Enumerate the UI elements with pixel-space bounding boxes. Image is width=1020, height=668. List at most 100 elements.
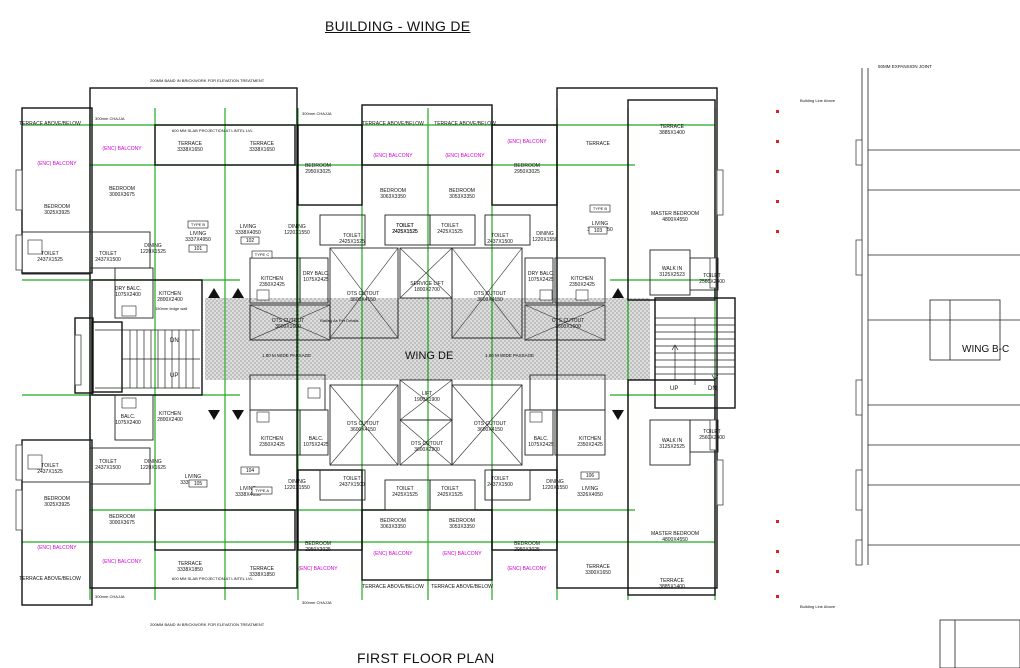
wing-bc-windows [855,139,863,566]
room-label: (ENC) BALCONY [507,139,547,145]
slab-note-top: 600 MM SLAB PROJECTION AT LINTEL LVL [172,128,254,133]
stair-dn-right: DN [708,386,717,392]
flat-number-box [580,471,600,480]
stair-up-left: UP [170,373,178,379]
fixtures [27,239,589,470]
room-label: DRY BALC.1075X2400 [115,286,141,298]
adjacent-wing-label: WING B-C [962,344,1009,355]
chajja-note-top-left: 300mm CHAJJA [95,116,125,121]
flat-type-box [589,204,611,213]
room-label: TERRACE ABOVE/BELOW [434,121,496,127]
flat-type-box [187,220,209,229]
passage-note-left: 1.80 M WIDE PASSAGE [262,353,311,358]
flat-number-box [240,236,260,245]
chajja-note-bottom: 300mm CHAJJA [302,600,332,605]
flat-type: TYPE A [255,488,269,493]
flat-type: TYPE B [191,222,206,227]
wing-bc-outline [861,68,1020,668]
staircase-right [655,317,735,385]
room-label: DRY BALC.1075X2425 [528,271,554,283]
flat-type-box [251,250,273,259]
room-label: (ENC) BALCONY [507,566,547,572]
room-labels: TERRACE ABOVE/BELOW (ENC) BALCONY (ENC) BA… [19,121,725,590]
flat-number: 106 [586,473,595,479]
room-label: (ENC) BALCONY [373,551,413,557]
band-note-top: 200MM BAND IN BRICKWORK FOR ELEVATION TR… [150,78,265,83]
room-label: (ENC) BALCONY [37,161,77,167]
room-label: (ENC) BALCONY [442,551,482,557]
flat-number-box [188,244,208,253]
room-label: TERRACE ABOVE/BELOW [431,584,493,590]
flat-type-box [251,486,273,495]
ots-cutouts [249,247,606,466]
stair-up-right: UP [670,386,678,392]
flat-number-box [588,226,608,235]
flat-type: TYPE B [593,206,608,211]
ledge-note: 150mm ledge wall [155,306,187,311]
flat-number: 103 [594,228,603,234]
annotations: WING DE WING B-C 50MM EXPANSION JOINT 20… [95,64,1009,627]
chajja-note-top: 300mm CHAJJA [302,111,332,116]
chajja-note-bottom-left: 300mm CHAJJA [95,594,125,599]
railing-note: Railing As Per Details [320,318,358,323]
passage-note-right: 1.80 M WIDE PASSAGE [485,353,534,358]
room-label: (ENC) BALCONY [102,146,142,152]
core-label: WING DE [405,350,453,362]
room-label: DRY BALC.1075X2425 [303,271,329,283]
band-note-bottom: 200MM BAND IN BRICKWORK FOR ELEVATION TR… [150,622,265,627]
room-label: TERRACE [586,141,611,147]
staircase-left [95,329,200,389]
room-label: (ENC) BALCONY [373,153,413,159]
room-label: (ENC) BALCONY [298,566,338,572]
flat-number: 102 [246,238,255,244]
room-label: TERRACE ABOVE/BELOW [19,576,81,582]
red-markers [776,110,779,598]
shaft-markers [208,288,624,420]
room-label: TERRACE ABOVE/BELOW [362,584,424,590]
